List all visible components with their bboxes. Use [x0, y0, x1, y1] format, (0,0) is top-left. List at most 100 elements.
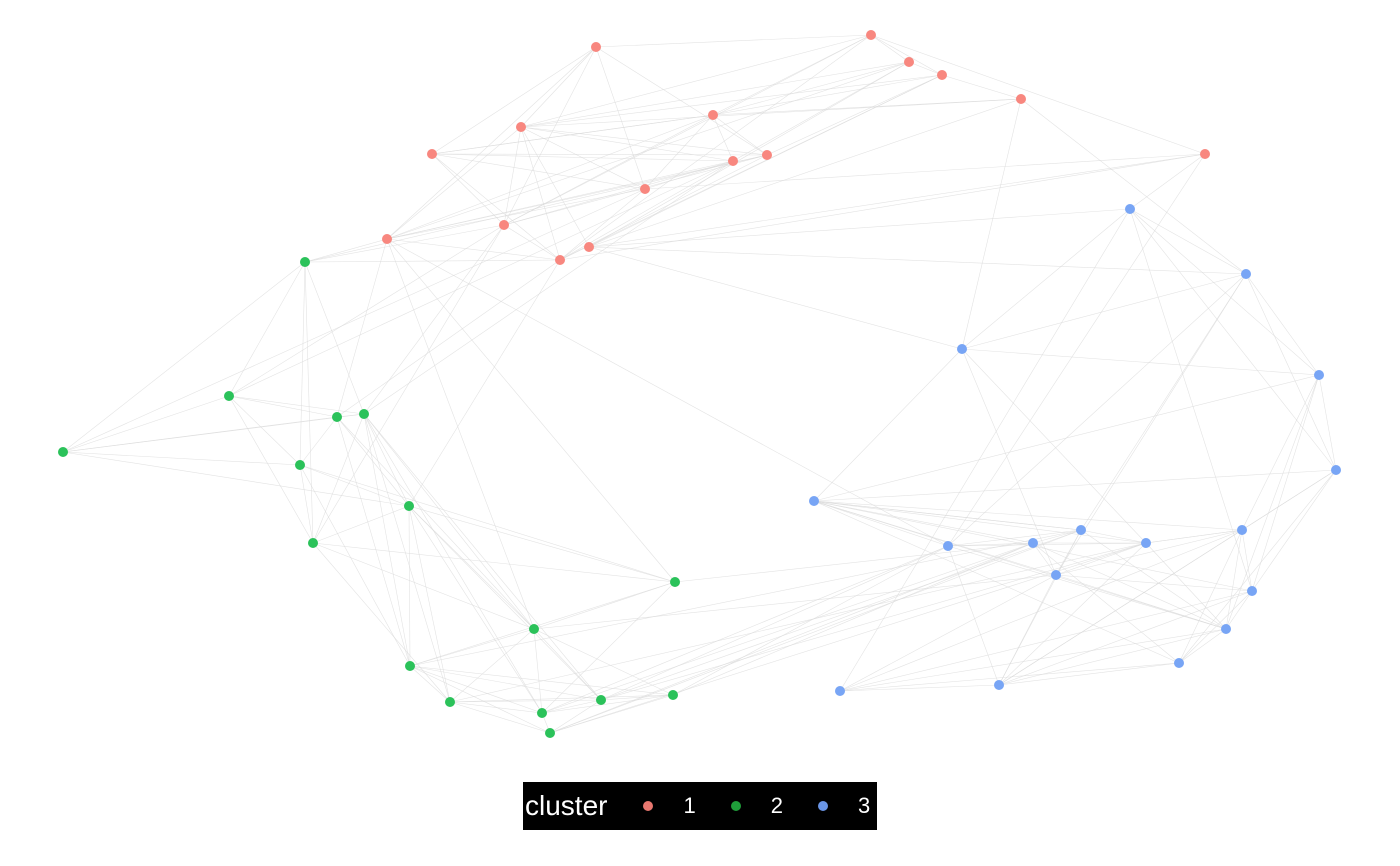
edge-c2-c3	[1129, 208, 1247, 275]
edge-a11-a14	[559, 188, 646, 261]
edge-c1-c3	[961, 273, 1247, 350]
edge-b7-b12	[312, 542, 451, 703]
node-c14	[1221, 624, 1231, 634]
edge-b11-b14	[409, 665, 602, 701]
edge-b1-b3	[62, 261, 306, 453]
edge-b11-b16	[409, 665, 551, 734]
edge-b10-b14	[533, 628, 602, 701]
edge-a8-a6	[431, 114, 714, 155]
node-b4	[332, 412, 342, 422]
node-b2	[224, 391, 234, 401]
edge-b5-b11	[363, 413, 411, 667]
edge-b7-b9	[312, 542, 676, 583]
node-a15	[584, 242, 594, 252]
edge-b5-b10	[363, 413, 535, 630]
edge-b8-b14	[408, 505, 602, 701]
edge-c8-c14	[1225, 590, 1253, 630]
edge-a12-b1	[304, 224, 505, 263]
edge-c4-c14	[1225, 374, 1320, 630]
edge-c11-c12	[1080, 529, 1147, 544]
legend-item-3: 3	[810, 782, 870, 830]
edge-c1-c13	[961, 348, 1057, 576]
edge-b1-b5	[304, 261, 365, 415]
edge-c9-c11	[947, 529, 1082, 547]
node-b12	[445, 697, 455, 707]
node-a2	[866, 30, 876, 40]
legend-item-1: 1	[635, 782, 696, 830]
edge-a4-a14	[559, 74, 943, 261]
edge-c4-c5	[1318, 374, 1337, 471]
edge-b10-c13	[533, 574, 1057, 630]
edge-b10-b11	[409, 628, 535, 667]
node-b15	[668, 690, 678, 700]
edge-b2-b6	[228, 395, 301, 466]
node-b7	[308, 538, 318, 548]
edge-a11-b3	[62, 188, 646, 453]
edge-c14-c15	[1178, 628, 1227, 664]
edge-a8-a12	[431, 153, 505, 226]
edge-b3-b8	[62, 451, 410, 507]
edge-a6-a10	[712, 114, 768, 156]
edge-a7-a11	[520, 126, 646, 190]
edge-a6-a13	[386, 114, 714, 240]
edge-a13-b4	[336, 238, 388, 418]
edge-c6-c10	[813, 500, 1034, 544]
node-c15	[1174, 658, 1184, 668]
edge-a2-a3	[870, 34, 910, 63]
edge-c15-c17	[839, 662, 1180, 692]
edge-a15-c3	[588, 246, 1247, 275]
node-b3	[58, 447, 68, 457]
legend-key-2	[730, 801, 741, 811]
edge-b13-b14	[541, 699, 602, 714]
edge-c3-c4	[1245, 273, 1320, 376]
edge-a10-b1	[304, 154, 768, 263]
edge-c2-c4	[1129, 208, 1320, 376]
edge-a7-a12	[503, 126, 522, 226]
edge-a2-a4	[870, 34, 943, 76]
edge-a9-b5	[363, 160, 734, 415]
edge-a7-a13	[386, 126, 522, 240]
edge-c8-c15	[1178, 590, 1253, 664]
edge-c1-c2	[961, 208, 1131, 350]
node-b1	[300, 257, 310, 267]
edge-a12-a14	[503, 224, 561, 261]
edge-b14-c12	[600, 542, 1147, 701]
edge-a14-a16	[559, 153, 1206, 261]
edge-a1-a7	[520, 46, 597, 128]
edge-a12-b2	[228, 224, 505, 397]
node-c4	[1314, 370, 1324, 380]
edge-b8-b12	[408, 505, 451, 703]
edge-a9-b2	[228, 160, 734, 397]
edge-b9-b10	[533, 581, 676, 630]
edge-a3-a15	[588, 61, 910, 248]
edge-a13-b1	[304, 238, 388, 263]
edge-c13-c8	[1055, 574, 1253, 592]
node-a16	[1200, 149, 1210, 159]
edge-a4-a10	[766, 74, 943, 156]
legend-key-1	[643, 801, 654, 811]
edge-a3-a4	[908, 61, 943, 76]
legend-key-3	[817, 801, 828, 811]
node-a8	[427, 149, 437, 159]
edge-b7-b8	[312, 505, 410, 544]
edge-c12-c7	[1145, 529, 1243, 544]
node-b10	[529, 624, 539, 634]
edge-c9-c12	[947, 542, 1147, 547]
edge-a8-a10	[431, 153, 768, 156]
edge-a3-a7	[520, 61, 910, 128]
edge-a16-c9	[947, 153, 1206, 547]
legend-item-2: 2	[723, 782, 783, 830]
edge-b11-c11	[409, 529, 1082, 667]
edge-b5-b13	[363, 413, 543, 714]
edge-b10-b12	[449, 628, 535, 703]
node-a6	[708, 110, 718, 120]
node-b11	[405, 661, 415, 671]
edge-b5-b8	[363, 413, 410, 507]
edge-a12-b7	[312, 224, 505, 544]
edge-c4-c7	[1241, 374, 1320, 531]
edge-a1-a8	[431, 46, 597, 155]
node-a5	[1016, 94, 1026, 104]
edge-b6-b8	[299, 464, 410, 507]
edge-b8-b9	[408, 505, 676, 583]
edge-b15-c9	[672, 545, 949, 696]
